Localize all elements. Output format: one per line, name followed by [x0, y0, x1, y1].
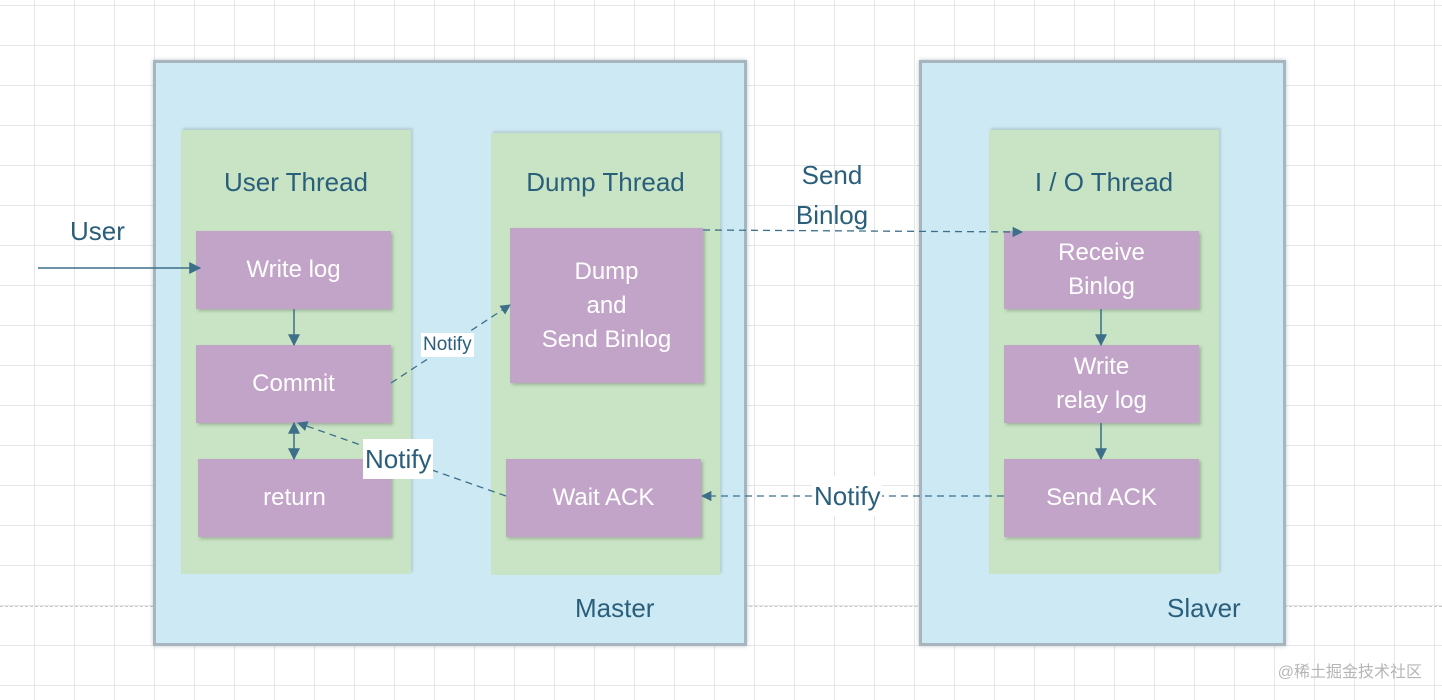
notify-ack-label: Notify	[812, 476, 883, 516]
dump-send-binlog-node: Dump and Send Binlog	[510, 228, 703, 383]
dump-thread-title: Dump Thread	[526, 167, 685, 197]
notify-commit-label: Notify	[363, 439, 434, 479]
write-log-node: Write log	[196, 231, 391, 309]
watermark: @稀土掘金技术社区	[1277, 664, 1422, 681]
receive-binlog-node: Receive Binlog	[1004, 231, 1199, 309]
slaver-label: Slaver	[1167, 593, 1241, 623]
write-relay-log-node: Write relay log	[1004, 345, 1199, 423]
send-binlog-label: Send Binlog	[795, 160, 869, 230]
user-label: User	[70, 216, 125, 246]
io-thread-title: I / O Thread	[1034, 167, 1174, 197]
send-ack-node: Send ACK	[1004, 459, 1199, 537]
wait-ack-node: Wait ACK	[506, 459, 701, 537]
user-thread-title: User Thread	[223, 167, 369, 197]
notify-dump-label: Notify	[421, 333, 474, 357]
commit-node: Commit	[196, 345, 391, 423]
master-label: Master	[575, 593, 655, 623]
